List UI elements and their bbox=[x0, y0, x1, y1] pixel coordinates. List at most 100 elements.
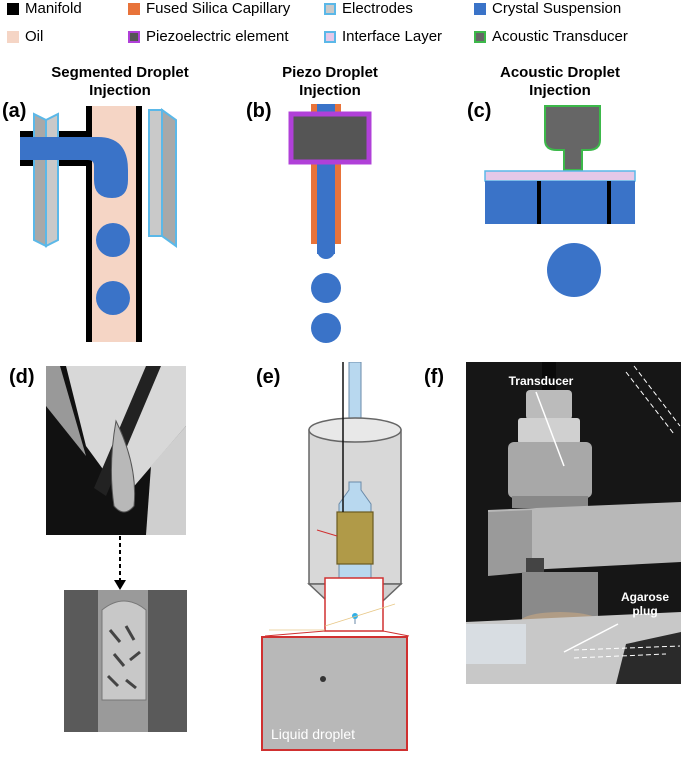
crystal bbox=[125, 678, 137, 690]
piezo-injector-drawing bbox=[265, 362, 410, 637]
legend-item-transducer: Acoustic Transducer bbox=[474, 28, 628, 46]
suspension-droplet bbox=[311, 313, 341, 343]
panel-a-label: (a) bbox=[2, 100, 27, 122]
interface-swatch-icon bbox=[324, 31, 336, 43]
connector-ring bbox=[512, 496, 588, 508]
legend-label: Acoustic Transducer bbox=[492, 28, 628, 45]
panel-e-label: (e) bbox=[256, 366, 281, 388]
manifold-wall-left bbox=[86, 106, 92, 342]
droplet-photo-features bbox=[320, 676, 326, 682]
legend-item-suspension: Crystal Suspension bbox=[474, 0, 621, 18]
crystal bbox=[129, 650, 141, 662]
capillary-swatch-icon bbox=[128, 3, 140, 15]
micrograph-droplet bbox=[110, 419, 136, 513]
agarose-pointer bbox=[563, 623, 619, 653]
injector-red-lead bbox=[316, 529, 338, 537]
electrode-right-side bbox=[161, 108, 177, 248]
legend-item-interface: Interface Layer bbox=[324, 28, 442, 46]
reservoir-divider bbox=[537, 181, 541, 224]
dashed-outline bbox=[573, 653, 667, 659]
electrode-left-side bbox=[33, 112, 47, 248]
connector-top bbox=[526, 390, 572, 420]
legend-label: Crystal Suspension bbox=[492, 0, 622, 17]
aluminum-block bbox=[488, 502, 681, 572]
segmented-injection-diagram bbox=[20, 106, 177, 342]
dashed-arrow-icon bbox=[114, 536, 126, 590]
reservoir-divider bbox=[607, 181, 611, 224]
legend-item-electrodes: Electrodes bbox=[324, 0, 413, 18]
suspension-swatch-icon bbox=[474, 3, 486, 15]
nozzle-inset bbox=[324, 577, 384, 632]
suspension-column-tip bbox=[317, 241, 335, 259]
injector-housing-top bbox=[308, 417, 402, 443]
dashed-outline bbox=[573, 645, 681, 651]
transducer-pointer bbox=[535, 391, 565, 467]
connector-knurl bbox=[508, 442, 592, 498]
suspension-reservoir bbox=[485, 181, 635, 224]
transducer-label: Transducer bbox=[508, 374, 574, 388]
droplet-caption: Liquid droplet bbox=[271, 726, 356, 742]
panel-a-title: Segmented Droplet Injection bbox=[51, 64, 189, 99]
legend-label: Electrodes bbox=[342, 0, 413, 17]
droplet-photo: Liquid droplet bbox=[261, 636, 408, 751]
electrode-right-front bbox=[148, 109, 163, 237]
electrode-left-front bbox=[45, 112, 59, 248]
setup-photo-features bbox=[466, 362, 681, 684]
aluminum-block-front bbox=[488, 510, 532, 576]
suspension-droplet bbox=[96, 223, 130, 257]
panel-b-label: (b) bbox=[246, 100, 272, 122]
crystal-slug bbox=[101, 600, 147, 701]
interface-layer bbox=[484, 170, 636, 182]
droplet-formation-micrograph bbox=[46, 366, 186, 535]
legend-label: Piezoelectric element bbox=[146, 28, 289, 45]
acoustic-setup-photo: Transducer Agarose plug bbox=[466, 362, 681, 684]
legend-label: Manifold bbox=[25, 0, 82, 17]
crystal bbox=[124, 625, 136, 641]
dark-bracket bbox=[616, 632, 681, 684]
agarose-label: Agarose plug bbox=[620, 590, 670, 618]
panel-f-label: (f) bbox=[424, 366, 444, 388]
crystal bbox=[106, 674, 120, 688]
capillary-crystals-micrograph bbox=[64, 590, 187, 732]
suspension-droplet bbox=[547, 243, 601, 297]
crystal bbox=[112, 653, 126, 667]
suspension-inlet bbox=[20, 137, 128, 198]
legend-label: Oil bbox=[25, 28, 44, 45]
inset-connector bbox=[382, 630, 410, 637]
piezo-element bbox=[288, 111, 372, 165]
electrodes-swatch-icon bbox=[324, 3, 336, 15]
piezo-swatch-icon bbox=[128, 31, 140, 43]
connector-nut bbox=[518, 418, 580, 444]
transducer-swatch-icon bbox=[474, 31, 486, 43]
nozzle-droplet bbox=[352, 613, 358, 619]
legend-item-oil: Oil bbox=[7, 28, 43, 46]
legend-item-manifold: Manifold bbox=[7, 0, 82, 18]
manifold-wall-right bbox=[136, 106, 142, 342]
dashed-outline bbox=[625, 371, 675, 435]
panel-c-label: (c) bbox=[467, 100, 492, 122]
dashed-outline bbox=[633, 365, 681, 427]
legend-label: Interface Layer bbox=[342, 28, 443, 45]
photo-droplet bbox=[320, 676, 326, 682]
crystal bbox=[108, 629, 122, 643]
legend-label: Fused Silica Capillary bbox=[146, 0, 291, 17]
manifold-swatch-icon bbox=[7, 3, 19, 15]
panel-c-title: Acoustic Droplet Injection bbox=[500, 64, 621, 99]
oil-swatch-icon bbox=[7, 31, 19, 43]
acoustic-injection-diagram bbox=[484, 105, 636, 297]
suspension-droplet bbox=[311, 273, 341, 303]
inset-connector bbox=[265, 630, 326, 637]
micrograph-bright-region bbox=[46, 366, 86, 456]
well-plate bbox=[466, 624, 526, 664]
suspension-droplet bbox=[96, 281, 130, 315]
acoustic-transducer bbox=[544, 105, 601, 171]
capillary-micrograph-features bbox=[64, 590, 187, 732]
panel-b-title: Piezo Droplet Injection bbox=[282, 64, 378, 99]
legend-item-capillary: Fused Silica Capillary bbox=[128, 0, 290, 18]
nozzle-light-line bbox=[324, 603, 396, 627]
micrograph-features bbox=[46, 366, 186, 535]
micrograph-channel-edge bbox=[94, 366, 161, 496]
piezo-injection-diagram bbox=[288, 104, 372, 343]
injector-piezo bbox=[336, 511, 374, 565]
legend-item-piezo: Piezoelectric element bbox=[128, 28, 289, 46]
